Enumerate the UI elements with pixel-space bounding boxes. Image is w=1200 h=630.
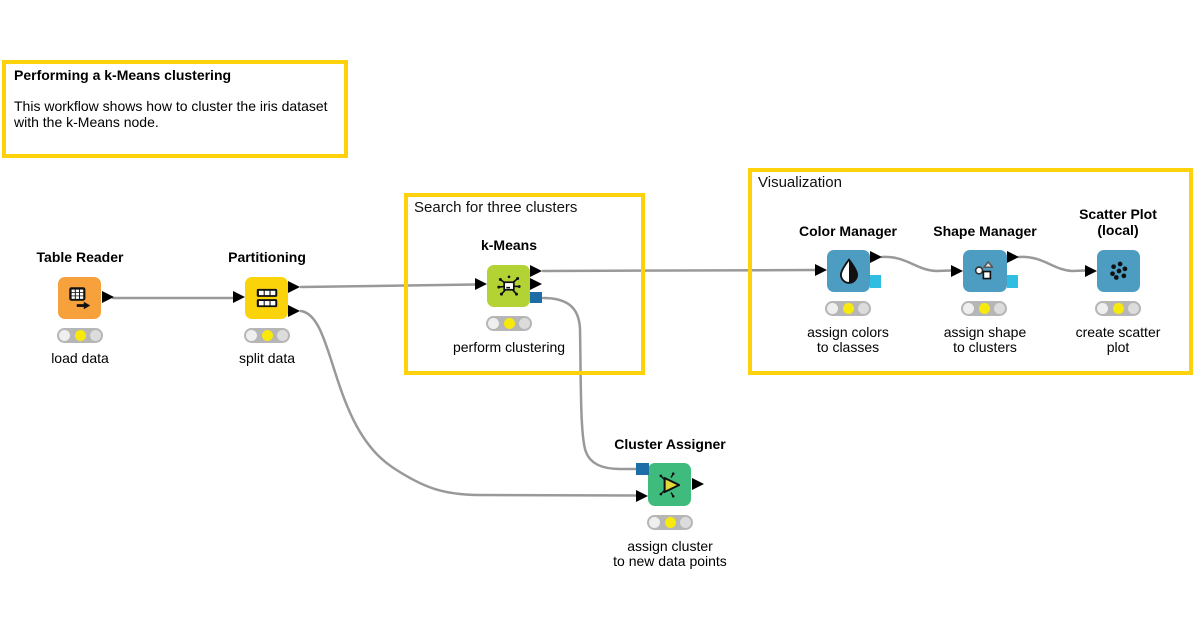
connection-partitioning-kmeans[interactable] xyxy=(299,283,477,289)
node-table-reader[interactable] xyxy=(58,277,101,319)
color-manager-status-light xyxy=(825,301,871,316)
connection-kmeans-clusterassigner-model[interactable] xyxy=(541,296,638,471)
kmeans-output-port-bottom[interactable] xyxy=(530,278,542,290)
partition-rows-icon xyxy=(256,288,277,308)
table-reader-output-port[interactable] xyxy=(102,291,114,303)
cluster-assigner-output-port[interactable] xyxy=(692,477,704,490)
scatter-plot-status-light xyxy=(1095,301,1141,316)
group-box-search[interactable]: Search for three clusters xyxy=(404,193,645,375)
node-label-cluster-assigner: assign cluster to new data points xyxy=(613,538,727,569)
node-label-shape-manager: assign shape to clusters xyxy=(943,324,1027,355)
partitioning-output-port-bottom[interactable] xyxy=(288,304,300,317)
partitioning-output-port-top[interactable] xyxy=(288,280,300,293)
group-label-search: Search for three clusters xyxy=(414,199,578,216)
node-color-manager[interactable] xyxy=(827,250,870,292)
color-drop-icon xyxy=(839,258,858,284)
scatter-plot-input-port[interactable] xyxy=(1085,264,1097,277)
annotation-title: Performing a k-Means clustering xyxy=(14,67,232,83)
annotation-body: This workflow shows how to cluster the i… xyxy=(14,98,328,130)
shape-manager-status-light xyxy=(961,301,1007,316)
shape-manager-input-port[interactable] xyxy=(951,264,963,277)
kmeans-model-output-port[interactable] xyxy=(530,292,542,303)
table-reader-status-light xyxy=(57,328,103,343)
kmeans-status-light xyxy=(486,316,532,331)
cluster-assigner-status-light xyxy=(647,515,693,530)
connection-kmeans-colormanager[interactable] xyxy=(541,268,817,273)
group-label-visualization: Visualization xyxy=(758,174,842,191)
color-manager-model-output-port[interactable] xyxy=(870,275,881,288)
node-cluster-assigner[interactable] xyxy=(648,463,691,506)
partitioning-status-light xyxy=(244,328,290,343)
shapes-icon xyxy=(974,261,994,280)
node-label-partitioning: split data xyxy=(238,350,296,366)
node-title-shape-manager: Shape Manager xyxy=(933,223,1037,239)
group-box-visualization[interactable]: Visualization xyxy=(748,168,1193,375)
kmeans-input-port[interactable] xyxy=(475,277,487,290)
node-partitioning[interactable] xyxy=(245,277,288,319)
node-title-cluster-assigner: Cluster Assigner xyxy=(614,436,726,452)
color-manager-output-port[interactable] xyxy=(870,250,882,263)
node-title-scatter-plot: Scatter Plot (local) xyxy=(1079,206,1157,238)
node-title-kmeans: k-Means xyxy=(480,237,538,253)
cluster-burst-icon xyxy=(496,275,521,296)
partitioning-input-port[interactable] xyxy=(233,291,245,303)
node-kmeans[interactable] xyxy=(487,265,530,307)
scatter-dots-icon xyxy=(1109,261,1127,280)
kmeans-output-port-top[interactable] xyxy=(530,264,542,277)
node-label-kmeans: perform clustering xyxy=(452,339,566,355)
connection-shapemanager-scatterplot[interactable] xyxy=(1017,255,1087,273)
node-scatter-plot[interactable] xyxy=(1097,250,1140,292)
connection-colormanager-shapemanager[interactable] xyxy=(880,255,953,273)
predictor-triangle-icon xyxy=(659,471,680,498)
node-title-table-reader: Table Reader xyxy=(36,249,124,265)
shape-manager-model-output-port[interactable] xyxy=(1007,275,1018,288)
workflow-annotation[interactable]: Performing a k-Means clustering This wor… xyxy=(2,60,348,158)
node-label-color-manager: assign colors to classes xyxy=(807,324,889,355)
node-label-table-reader: load data xyxy=(51,350,109,366)
cluster-assigner-model-input-port[interactable] xyxy=(636,463,649,475)
cluster-assigner-input-port[interactable] xyxy=(636,489,648,502)
table-grid-arrow-icon xyxy=(68,287,90,310)
node-shape-manager[interactable] xyxy=(963,250,1007,292)
node-title-partitioning: Partitioning xyxy=(228,249,306,265)
color-manager-input-port[interactable] xyxy=(815,263,827,276)
shape-manager-output-port[interactable] xyxy=(1007,250,1019,263)
node-title-color-manager: Color Manager xyxy=(798,223,897,239)
connection-partitioning-clusterassigner[interactable] xyxy=(299,309,638,497)
node-label-scatter-plot: create scatter plot xyxy=(1075,324,1161,355)
